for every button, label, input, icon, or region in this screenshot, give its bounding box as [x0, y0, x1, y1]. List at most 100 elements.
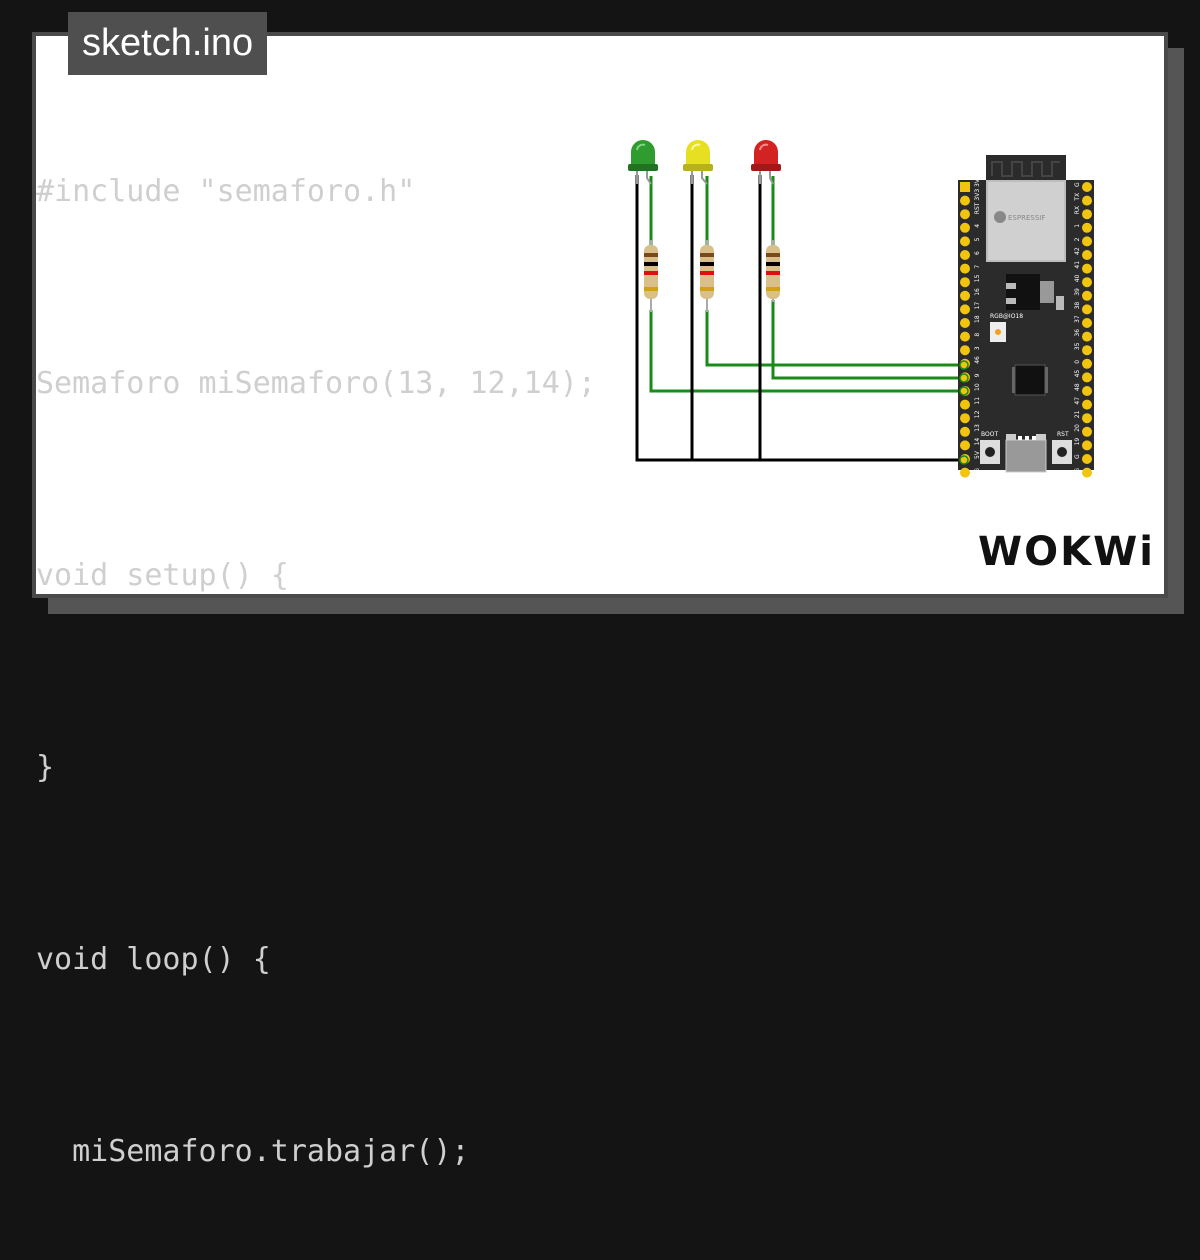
- pin-label-left: 18: [974, 315, 981, 323]
- pin-label-left: 46: [974, 356, 981, 364]
- pin-label-right: 0: [1074, 360, 1081, 364]
- espressif-logo-icon: [994, 211, 1006, 223]
- wire-green-led: [649, 310, 964, 393]
- pin-label-right: 41: [1074, 261, 1081, 269]
- pin-left[interactable]: [960, 195, 970, 206]
- pin-label-left: 16: [974, 288, 981, 296]
- pin-label-left: 4: [974, 224, 981, 228]
- pin-right[interactable]: [1082, 440, 1092, 451]
- pin-left[interactable]: [960, 399, 970, 410]
- code-line: }: [36, 750, 55, 785]
- pin-label-left: G: [974, 468, 981, 473]
- pin-label-right: 21: [1074, 410, 1081, 418]
- usb-port[interactable]: [1005, 439, 1047, 473]
- pin-label-left: 15: [974, 274, 981, 282]
- pin-label-right: 48: [1074, 383, 1081, 391]
- wire-connection: [959, 373, 969, 383]
- pin-right[interactable]: [1082, 236, 1092, 247]
- pin-label-right: G: [1074, 182, 1081, 187]
- pin-label-left: 10: [974, 383, 981, 391]
- pin-label-left: 9: [974, 373, 981, 377]
- pin-left[interactable]: [960, 426, 970, 437]
- pin-right[interactable]: [1082, 318, 1092, 328]
- code-line: #include "semaforo.h": [36, 174, 416, 209]
- pin-right[interactable]: [1082, 304, 1092, 315]
- pin-right[interactable]: [1082, 222, 1092, 233]
- pin-label-right: 39: [1074, 288, 1081, 296]
- pin-right[interactable]: [1082, 358, 1092, 369]
- pin-label-left: RST: [974, 202, 981, 214]
- pin-right[interactable]: [1082, 399, 1092, 410]
- resistor-3[interactable]: [766, 240, 780, 302]
- pin-label-left: 3: [974, 346, 981, 350]
- pin-right[interactable]: [1082, 372, 1092, 383]
- pin-label-right: G: [1074, 468, 1081, 473]
- pin-right[interactable]: [1082, 345, 1092, 356]
- pin-label-left: 14: [974, 438, 981, 446]
- pin-left[interactable]: [960, 263, 970, 274]
- pin-left[interactable]: [960, 250, 970, 260]
- wokwi-logo: WOKWi: [978, 529, 1155, 575]
- pin-label-left: 7: [974, 265, 981, 269]
- pin-label-left: 5V: [974, 450, 981, 459]
- led-red[interactable]: [751, 140, 781, 185]
- pin-label-left: 17: [974, 302, 981, 310]
- pin-right[interactable]: [1082, 413, 1092, 424]
- resistor-2[interactable]: [700, 240, 714, 312]
- pin-label-right: 47: [1074, 397, 1081, 405]
- pin-right[interactable]: [1082, 195, 1092, 206]
- pin-left[interactable]: [960, 440, 970, 451]
- pin-label-left: 5: [974, 237, 981, 241]
- pin-label-right: 20: [1074, 424, 1081, 432]
- code-line: Semaforo miSemaforo(13, 12,14);: [36, 366, 596, 401]
- code-line: miSemaforo.trabajar();: [36, 1134, 470, 1169]
- pin-left[interactable]: [960, 236, 970, 247]
- pin-right[interactable]: [1082, 454, 1092, 464]
- pin-left[interactable]: [960, 345, 970, 356]
- code-line: void setup() {: [36, 558, 289, 593]
- pin-left[interactable]: [960, 413, 970, 424]
- pin-label-left: 8: [974, 333, 981, 337]
- pin-label-right: 42: [1074, 247, 1081, 255]
- wire-ground-green: [635, 175, 964, 462]
- pin-left[interactable]: [960, 277, 970, 288]
- pin-right[interactable]: [1082, 426, 1092, 437]
- pin-label-left: 3V3: [974, 175, 981, 187]
- pin-right[interactable]: [1082, 209, 1092, 220]
- pin-right[interactable]: [1082, 263, 1092, 274]
- rst-label: RST: [1057, 431, 1069, 438]
- pin-label-right: 2: [1074, 237, 1081, 241]
- pin-label-right: 40: [1074, 274, 1081, 282]
- pin-left[interactable]: [960, 182, 970, 192]
- pin-right[interactable]: [1082, 331, 1092, 342]
- pin-label-right: RX: [1074, 206, 1081, 214]
- wire-red-led: [771, 300, 964, 380]
- pin-right[interactable]: [1082, 467, 1092, 478]
- circuit-diagram: ESPRESSIF RGB@IO18 BOOT RST 3V33V3RST456…: [628, 140, 1094, 478]
- esp32-board[interactable]: ESPRESSIF RGB@IO18 BOOT RST 3V33V3RST456…: [958, 155, 1094, 478]
- pin-right[interactable]: [1082, 182, 1092, 192]
- boot-label: BOOT: [981, 431, 998, 438]
- pin-left[interactable]: [960, 209, 970, 220]
- pin-label-right: 36: [1074, 329, 1081, 337]
- led-yellow[interactable]: [683, 140, 713, 185]
- led-green[interactable]: [628, 140, 658, 185]
- pin-left[interactable]: [960, 467, 970, 478]
- pin-left[interactable]: [960, 331, 970, 342]
- pin-left[interactable]: [960, 290, 970, 301]
- pin-label-left: 3V3: [974, 189, 981, 201]
- pin-label-right: 45: [1074, 370, 1081, 378]
- pin-label-left: 11: [974, 397, 981, 405]
- pin-right[interactable]: [1082, 277, 1092, 288]
- pin-label-right: 38: [1074, 302, 1081, 310]
- resistor-1[interactable]: [644, 240, 658, 312]
- pin-label-right: 19: [1074, 438, 1081, 446]
- pin-right[interactable]: [1082, 386, 1092, 396]
- pin-left[interactable]: [960, 318, 970, 328]
- pin-label-right: 35: [1074, 342, 1081, 350]
- file-tab[interactable]: sketch.ino: [68, 12, 268, 75]
- pin-left[interactable]: [960, 222, 970, 233]
- pin-left[interactable]: [960, 304, 970, 315]
- pin-right[interactable]: [1082, 290, 1092, 301]
- pin-right[interactable]: [1082, 250, 1092, 260]
